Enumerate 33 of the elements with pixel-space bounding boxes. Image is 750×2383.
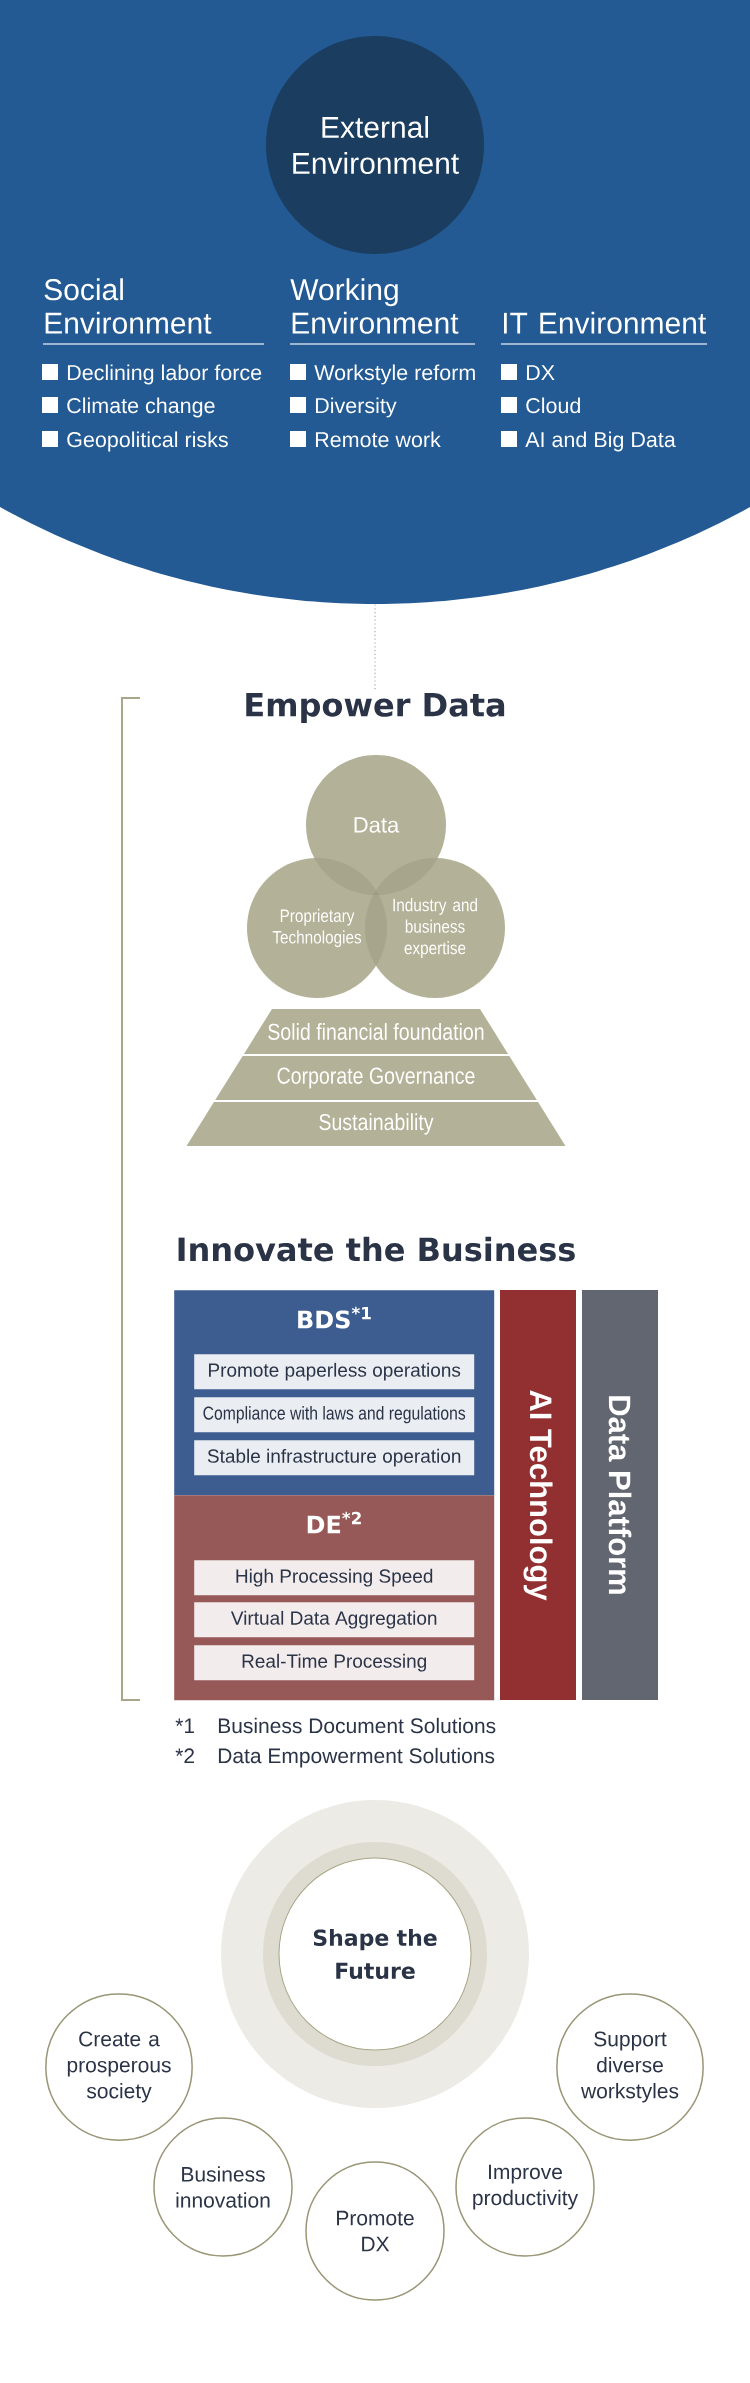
list-item: Declining labor force (67, 364, 262, 385)
footnote-mark: *1 (175, 1718, 194, 1733)
list-item: Workstyle reform (314, 364, 475, 385)
pyramid-tier: Sustainability (186, 1102, 566, 1146)
column-heading: Social Environment (44, 278, 212, 334)
list-item: Geopolitical risks (67, 431, 228, 452)
footnote-text: Business Document Solutions (218, 1717, 496, 1734)
section-heading: Innovate the Business (178, 1236, 575, 1262)
list-item: Remote work (315, 431, 441, 448)
item-box: Compliance with laws and regulations (194, 1397, 475, 1433)
list-item: Diversity (315, 397, 397, 418)
list-item: AI and Big Data (525, 431, 676, 452)
column-heading: IT Environment (504, 311, 706, 334)
pyramid-tier: Corporate Governance (215, 1056, 537, 1100)
list-item: DX (526, 365, 555, 380)
vertical-bar: Data Platform (582, 1290, 658, 1700)
node-label: Data (354, 817, 400, 833)
item-box: Real-Time Processing (194, 1645, 475, 1681)
item-box: Promote paperless operations (194, 1354, 475, 1390)
footnote-mark: *2 (175, 1748, 194, 1763)
list-item: Cloud (526, 397, 580, 414)
list-item: Climate change (67, 397, 215, 418)
node-label: Corporate Governance (277, 1067, 475, 1089)
item-box: Virtual Data Aggregation (194, 1602, 475, 1638)
item-box: High Processing Speed (194, 1560, 475, 1596)
vertical-bar: AI Technology (500, 1290, 576, 1700)
node-label: Solid financial foundation (268, 1023, 484, 1040)
item-box: Stable infrastructure operation (194, 1440, 475, 1476)
pyramid-tier: Solid financial foundation (243, 1009, 509, 1054)
node-label: Sustainability (319, 1113, 434, 1135)
band (0, 0, 750, 604)
footnote-text: Data Empowerment Solutions (218, 1747, 495, 1768)
section-heading: Empower Data (246, 693, 505, 723)
